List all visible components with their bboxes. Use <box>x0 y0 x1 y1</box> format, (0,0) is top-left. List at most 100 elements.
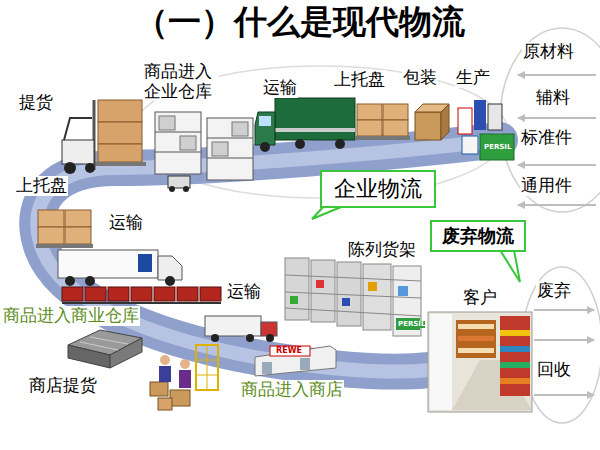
warehouse-rack <box>155 112 253 192</box>
pallet-boxes-left <box>36 210 93 248</box>
products-part <box>462 136 478 154</box>
display-shelves-part <box>398 286 408 296</box>
store-building-part <box>262 362 272 374</box>
commercial-warehouse-part <box>90 337 128 344</box>
brand-text: REWE <box>276 347 302 355</box>
forklift-part <box>94 162 146 166</box>
products-part <box>458 108 472 134</box>
frame-ellipse-part <box>522 267 600 423</box>
step-label: 商店提货 <box>28 376 98 396</box>
brand-text: PERSIL <box>398 321 425 328</box>
step-label: 包装 <box>402 68 438 88</box>
step-label: 回收 <box>536 360 572 380</box>
step-label: 运输 <box>226 282 262 302</box>
step-label: 运输 <box>262 78 298 98</box>
warehouse-rack-part <box>155 152 201 153</box>
step-label: 标准件 <box>520 128 573 148</box>
package-box-part <box>415 112 441 140</box>
store-building-part <box>300 358 310 370</box>
display-shelves-part <box>342 298 350 306</box>
output-arrow-part <box>534 339 594 341</box>
supermarket-photo-part <box>458 336 494 341</box>
commercial-warehouse-part <box>110 338 142 368</box>
roll-cage-people-part <box>207 345 208 390</box>
roll-cage-people-part <box>150 382 168 396</box>
supermarket-photo-part <box>456 320 496 358</box>
output-arrow-part <box>534 394 594 396</box>
small-truck-part <box>211 334 219 342</box>
pallet-boxes-left-part <box>36 244 93 248</box>
warehouse-rack-part <box>169 186 175 192</box>
products-part <box>488 104 502 130</box>
warehouse-rack-part <box>207 138 253 139</box>
products-part <box>480 134 514 160</box>
forklift <box>62 100 146 174</box>
step-label: 废弃 <box>536 281 572 301</box>
roll-cage-people-part <box>179 370 191 388</box>
output-arrow <box>534 310 594 395</box>
step-label: 商品进入 企业仓库 <box>143 62 218 101</box>
store-building <box>255 346 336 376</box>
supermarket-photo-part <box>458 348 494 353</box>
pallet-boxes-part <box>383 104 408 120</box>
warehouse-rack-part <box>212 142 228 156</box>
green-truck-part <box>255 112 275 145</box>
small-truck-part <box>261 322 277 336</box>
commercial-warehouse-part <box>68 345 110 368</box>
roll-cage-people-part <box>160 355 170 365</box>
forklift-part <box>98 144 142 162</box>
white-truck-part <box>138 254 152 272</box>
display-shelves-part <box>290 296 298 304</box>
small-truck-part <box>205 316 261 336</box>
supermarket-photo-part <box>500 346 530 352</box>
green-truck-part <box>295 139 305 149</box>
green-truck-part <box>275 98 355 140</box>
step-label: 通用件 <box>520 176 573 196</box>
box-text: 企业物流 <box>334 176 422 202</box>
callout-tail-part <box>500 250 520 282</box>
input-arrow-part <box>518 74 596 76</box>
step-label: 上托盘 <box>333 70 386 90</box>
roll-cage-people-part <box>158 398 172 410</box>
forklift-part <box>64 162 76 174</box>
step-label: 商品进入商店 <box>240 380 344 400</box>
supermarket-photo-part <box>500 330 530 336</box>
step-label: 原材料 <box>522 42 575 62</box>
freight-train-part <box>200 287 221 301</box>
warehouse-rack-part <box>207 158 253 159</box>
callout-box: 废弃物流 <box>430 220 526 252</box>
commercial-warehouse <box>68 330 142 368</box>
green-truck <box>255 98 355 152</box>
roll-cage-people-part <box>159 366 171 382</box>
display-shelves-part <box>368 282 377 291</box>
step-label: 商品进入商业仓库 <box>2 306 140 326</box>
roll-cage-people-part <box>196 345 218 390</box>
forklift-part <box>62 140 94 164</box>
roll-cage-people-part <box>180 359 190 369</box>
step-label: 生产 <box>455 68 491 88</box>
supermarket-photo-part <box>500 362 530 368</box>
white-truck-part <box>165 276 175 286</box>
freight-train <box>62 287 221 303</box>
box-text: 废弃物流 <box>442 225 514 247</box>
display-shelves-part <box>311 260 335 322</box>
callout-tail <box>312 205 520 282</box>
pallet-boxes <box>355 104 410 140</box>
pallet-boxes-left-part <box>65 227 91 244</box>
warehouse-rack-part <box>155 132 201 133</box>
roll-cage-people <box>150 345 218 410</box>
green-truck-part <box>335 139 345 149</box>
white-truck-part <box>58 250 158 278</box>
pallet-boxes-part <box>383 120 408 136</box>
warehouse-rack-part <box>180 136 196 150</box>
warehouse-rack-part <box>155 112 201 174</box>
step-label: 辅料 <box>535 88 571 108</box>
title: （一）什么是现代物流 <box>135 2 465 42</box>
white-truck-part <box>85 276 95 286</box>
display-shelves-part <box>285 258 309 320</box>
forklift-part <box>98 100 142 122</box>
small-truck-part <box>266 334 274 342</box>
freight-train-part <box>85 287 106 301</box>
small-truck-part <box>246 334 254 342</box>
frame-ellipse-part <box>500 28 600 212</box>
